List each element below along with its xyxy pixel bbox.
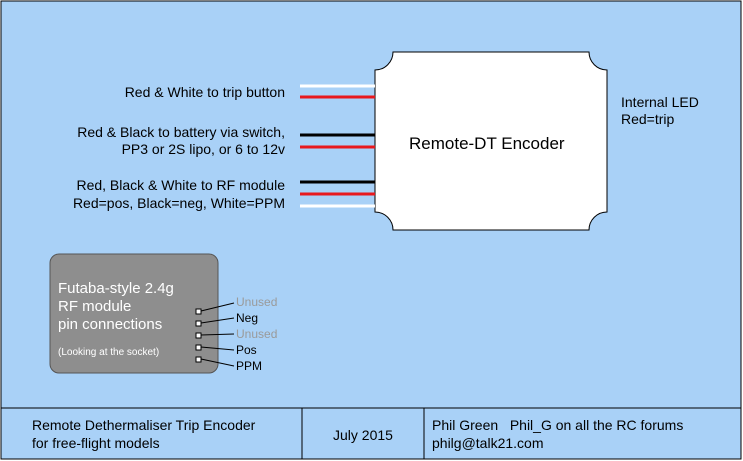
- rf-module-box: [49, 253, 219, 374]
- rf-label-line2: Red=pos, Black=neg, White=PPM: [72, 195, 285, 211]
- module-title-line1: Futaba-style 2.4g: [58, 280, 174, 297]
- pin-label-3: Unused: [236, 327, 278, 341]
- pin-square-3: [195, 332, 202, 339]
- pin-label-4: Pos: [236, 343, 257, 357]
- encoder-box: [374, 51, 608, 231]
- pin-label-1: Unused: [236, 295, 278, 309]
- footer-title-line1: Remote Dethermaliser Trip Encoder: [32, 417, 256, 433]
- module-title-line3: pin connections: [58, 316, 163, 333]
- pin-leader-5: [200, 358, 235, 367]
- footer-author-line2: philg@talk21.com: [432, 435, 544, 451]
- pin-square-5: [195, 356, 202, 363]
- footer-title-line2: for free-flight models: [32, 435, 160, 451]
- pin-leader-4: [200, 346, 235, 351]
- footer-background: [0, 407, 742, 460]
- pin-leader-3: [200, 333, 235, 336]
- pin-leader-1: [200, 302, 235, 312]
- rf-label-line1: Red, Black & White to RF module: [76, 177, 285, 193]
- led-label-line2: Red=trip: [621, 111, 675, 127]
- pin-leader-2: [200, 317, 235, 324]
- trip-label: Red & White to trip button: [124, 84, 285, 100]
- pin-square-2: [195, 320, 202, 327]
- pin-label-5: PPM: [236, 359, 263, 373]
- footer-date: July 2015: [333, 427, 393, 443]
- pin-square-4: [195, 344, 202, 351]
- led-label-line1: Internal LED: [621, 94, 699, 110]
- battery-label-line1: Red & Black to battery via switch,: [77, 124, 285, 140]
- encoder-label: Remote-DT Encoder: [409, 134, 565, 153]
- module-title-line2: RF module: [58, 298, 132, 315]
- battery-label-line2: PP3 or 2S lipo, or 6 to 12v: [121, 141, 285, 157]
- pin-label-2: Neg: [236, 311, 259, 325]
- footer-author-line1: Phil Green Phil_G on all the RC forums: [432, 417, 684, 433]
- module-note: (Looking at the socket): [58, 347, 160, 358]
- pin-square-1: [195, 308, 202, 315]
